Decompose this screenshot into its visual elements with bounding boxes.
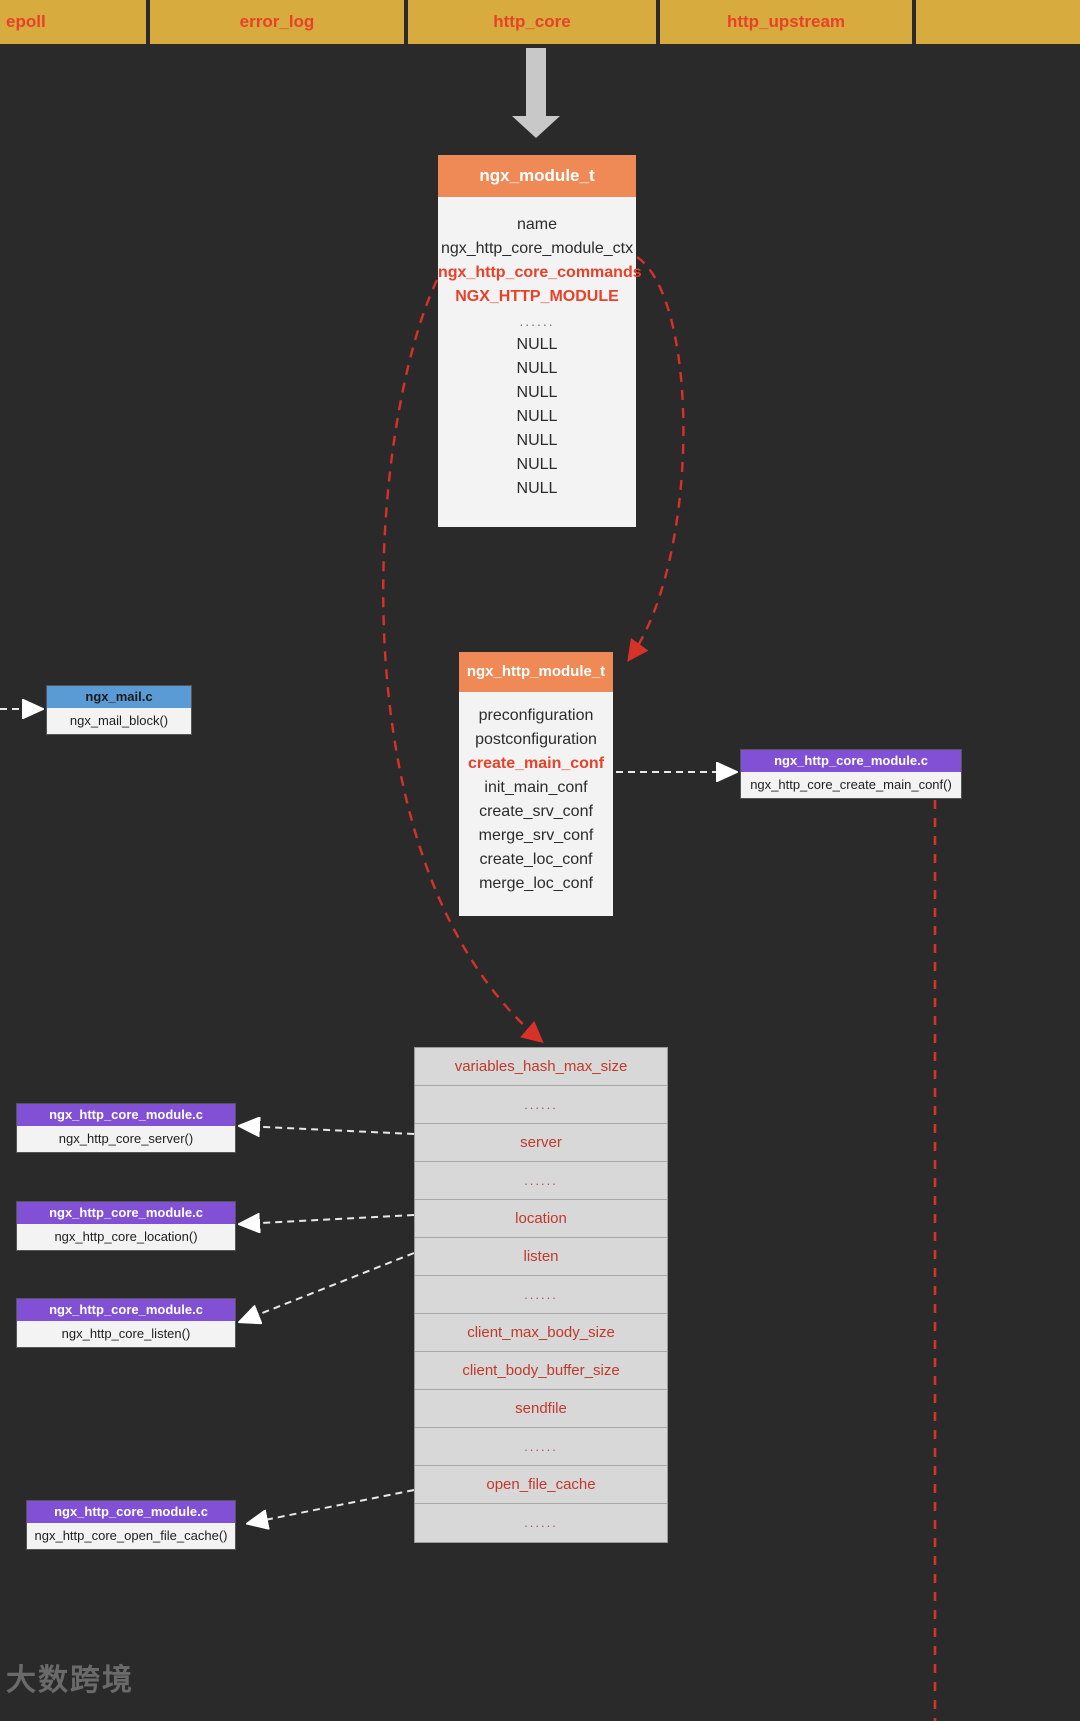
struct-field: init_main_conf bbox=[484, 779, 588, 796]
tab-label: epoll bbox=[6, 12, 46, 31]
directive-row-ellipsis: ...... bbox=[415, 1162, 667, 1200]
struct-field: NULL bbox=[516, 384, 558, 401]
struct-field: preconfiguration bbox=[478, 707, 594, 724]
struct-field: NULL bbox=[516, 456, 558, 473]
file-card-core-listen[interactable]: ngx_http_core_module.c ngx_http_core_lis… bbox=[16, 1298, 236, 1348]
struct-title: ngx_module_t bbox=[438, 155, 636, 197]
directives-list: variables_hash_max_size ...... server ..… bbox=[414, 1047, 668, 1543]
tab-label: error_log bbox=[239, 12, 315, 31]
tab-label: http_upstream bbox=[726, 12, 846, 31]
directive-row[interactable]: location bbox=[415, 1200, 667, 1238]
struct-field: NULL bbox=[516, 360, 558, 377]
file-card-create-main-conf[interactable]: ngx_http_core_module.c ngx_http_core_cre… bbox=[740, 749, 962, 799]
file-card-filename: ngx_mail.c bbox=[47, 686, 191, 708]
directive-row[interactable]: variables_hash_max_size bbox=[415, 1048, 667, 1086]
link-open-file-cache bbox=[250, 1489, 415, 1523]
tab-http-core[interactable]: http_core bbox=[408, 0, 660, 44]
struct-field: create_srv_conf bbox=[479, 803, 593, 820]
tab-http-upstream[interactable]: http_upstream bbox=[660, 0, 916, 44]
directive-row[interactable]: client_max_body_size bbox=[415, 1314, 667, 1352]
directive-row-ellipsis: ...... bbox=[415, 1504, 667, 1542]
gray-down-arrow bbox=[512, 48, 560, 138]
struct-ngx-http-module-t: ngx_http_module_t preconfiguration postc… bbox=[459, 652, 613, 916]
link-server bbox=[242, 1126, 415, 1134]
struct-field: name bbox=[516, 216, 558, 233]
file-card-function: ngx_mail_block() bbox=[47, 708, 191, 734]
file-card-filename: ngx_http_core_module.c bbox=[17, 1202, 235, 1224]
struct-field: postconfiguration bbox=[475, 731, 597, 748]
directive-row[interactable]: listen bbox=[415, 1238, 667, 1276]
file-card-core-location[interactable]: ngx_http_core_module.c ngx_http_core_loc… bbox=[16, 1201, 236, 1251]
tab-error-log[interactable]: error_log bbox=[150, 0, 408, 44]
struct-fields: name ngx_http_core_module_ctx ngx_http_c… bbox=[438, 197, 642, 527]
struct-field: create_main_conf bbox=[467, 755, 605, 772]
directive-row-ellipsis: ...... bbox=[415, 1276, 667, 1314]
file-card-filename: ngx_http_core_module.c bbox=[741, 750, 961, 772]
file-card-function: ngx_http_core_create_main_conf() bbox=[741, 772, 961, 798]
watermark: 大数跨境 bbox=[6, 1663, 134, 1698]
struct-field: create_loc_conf bbox=[479, 851, 593, 868]
struct-field: NGX_HTTP_MODULE bbox=[455, 288, 619, 305]
file-card-ngx-mail[interactable]: ngx_mail.c ngx_mail_block() bbox=[46, 685, 192, 735]
struct-field: NULL bbox=[516, 480, 558, 497]
link-ctx-to-http-module bbox=[627, 256, 685, 662]
struct-ngx-module-t: ngx_module_t name ngx_http_core_module_c… bbox=[438, 155, 642, 527]
struct-fields: preconfiguration postconfiguration creat… bbox=[459, 692, 613, 916]
struct-title: ngx_http_module_t bbox=[459, 652, 613, 692]
directive-row[interactable]: sendfile bbox=[415, 1390, 667, 1428]
directive-row[interactable]: server bbox=[415, 1124, 667, 1162]
struct-field-ellipsis: ...... bbox=[519, 313, 555, 329]
struct-field: ngx_http_core_commands bbox=[438, 264, 642, 281]
directive-row[interactable]: open_file_cache bbox=[415, 1466, 667, 1504]
struct-field: merge_srv_conf bbox=[478, 827, 594, 844]
file-card-core-server[interactable]: ngx_http_core_module.c ngx_http_core_ser… bbox=[16, 1103, 236, 1153]
file-card-function: ngx_http_core_listen() bbox=[17, 1321, 235, 1347]
file-card-function: ngx_http_core_server() bbox=[17, 1126, 235, 1152]
file-card-function: ngx_http_core_location() bbox=[17, 1224, 235, 1250]
tab-label: http_core bbox=[493, 12, 571, 31]
struct-field: NULL bbox=[516, 336, 558, 353]
directive-row-ellipsis: ...... bbox=[415, 1086, 667, 1124]
directive-row-ellipsis: ...... bbox=[415, 1428, 667, 1466]
struct-field: merge_loc_conf bbox=[479, 875, 593, 892]
file-card-filename: ngx_http_core_module.c bbox=[27, 1501, 235, 1523]
link-listen bbox=[242, 1252, 415, 1321]
tab-overflow[interactable] bbox=[916, 0, 1080, 44]
file-card-filename: ngx_http_core_module.c bbox=[17, 1104, 235, 1126]
directive-row[interactable]: client_body_buffer_size bbox=[415, 1352, 667, 1390]
file-card-filename: ngx_http_core_module.c bbox=[17, 1299, 235, 1321]
file-card-core-open-file-cache[interactable]: ngx_http_core_module.c ngx_http_core_ope… bbox=[26, 1500, 236, 1550]
struct-field: NULL bbox=[516, 432, 558, 449]
tab-bar: epoll error_log http_core http_upstream bbox=[0, 0, 1080, 44]
struct-field: ngx_http_core_module_ctx bbox=[440, 240, 634, 257]
tab-epoll[interactable]: epoll bbox=[0, 0, 150, 44]
file-card-function: ngx_http_core_open_file_cache() bbox=[27, 1523, 235, 1549]
struct-field: NULL bbox=[516, 408, 558, 425]
link-location bbox=[242, 1215, 415, 1224]
